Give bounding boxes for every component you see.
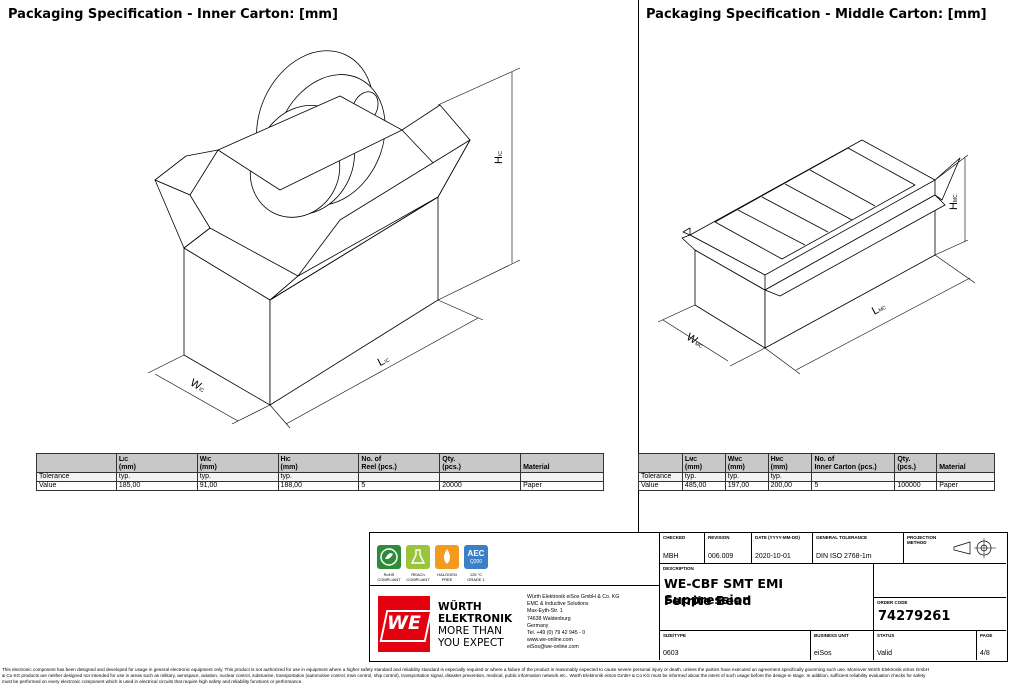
reach-flask-icon xyxy=(406,545,430,569)
projection-cell: PROJECTION METHOD xyxy=(904,533,1006,564)
badge-area xyxy=(370,533,660,586)
col-header: LIC(mm) xyxy=(115,453,198,473)
table-row: Tolerance typ. typ. typ. xyxy=(638,472,995,482)
rohs-leaf-icon xyxy=(377,545,401,569)
slogan-line1: MORE THAN xyxy=(438,625,502,637)
disclaimer-line: This electronic component has been desig… xyxy=(2,667,930,672)
table-row: Tolerance typ. typ. typ. xyxy=(36,472,604,482)
website-link[interactable]: www.we-online.com xyxy=(527,637,573,644)
col-header: WIC(mm) xyxy=(196,453,279,473)
company-address: Würth Elektronik eiSos GmbH & Co. KG EMC… xyxy=(527,594,620,651)
company-name-line2: ELEKTRONIK xyxy=(438,613,513,625)
order-code-cell: ORDER CODE 74279261 xyxy=(874,598,1006,631)
col-header: Qty.(pcs.) xyxy=(894,453,938,473)
table-row: Value 185,00 91,00 188,00 5 20000 Paper xyxy=(36,481,604,491)
aec-label: 125 °C GRADE 1 xyxy=(467,572,485,582)
product-name: WE-CBF SMT EMI Suppression xyxy=(664,576,784,607)
email-link[interactable]: eiSos@we-online.com xyxy=(527,644,579,651)
middle-carton-title: Packaging Specification - Middle Carton:… xyxy=(646,7,987,22)
inner-carton-drawing xyxy=(147,50,521,429)
h-mc-label: HMC xyxy=(948,194,960,210)
projection-method-icon xyxy=(953,538,996,558)
section-divider xyxy=(638,0,639,532)
reach-label: REACh COMPLIANT xyxy=(406,572,430,582)
company-area xyxy=(370,533,660,660)
disclaimer-line: must be performed on every electronic co… xyxy=(2,679,303,684)
col-header: Material xyxy=(936,453,995,473)
we-logo: WE xyxy=(378,596,433,652)
inner-carton-title: Packaging Specification - Inner Carton: … xyxy=(8,7,338,22)
col-header: LMC(mm) xyxy=(681,453,726,473)
middle-carton-drawing xyxy=(657,139,976,375)
col-header: Qty.(pcs.) xyxy=(439,453,522,473)
halogen-label: HALOGEN FREE xyxy=(437,572,457,582)
product-type: Ferrite Bead xyxy=(664,593,752,608)
col-header: HMC(mm) xyxy=(767,453,813,473)
blank-cell xyxy=(874,564,1006,598)
halogen-drop-icon xyxy=(435,545,459,569)
slogan-line2: YOU EXPECT xyxy=(438,637,504,649)
disclaimer-line: & Co KG products are neither designed no… xyxy=(2,673,926,678)
col-header: Material xyxy=(520,453,604,473)
col-header: HIC(mm) xyxy=(277,453,360,473)
company-name-line1: WÜRTH xyxy=(438,601,482,613)
date-cell: DATE (YYYY-MM-DD)2020-10-01 xyxy=(752,533,813,564)
col-header: WMC(mm) xyxy=(724,453,769,473)
aec-q200-icon: AEC Q200 xyxy=(464,545,488,569)
description-cell: DESCRIPTION WE-CBF SMT EMI Suppression F… xyxy=(660,564,874,631)
rohs-label: RoHS COMPLIANT xyxy=(377,572,401,582)
table-row: Value 485,00 197,00 200,00 5 100000 Pape… xyxy=(638,481,995,491)
